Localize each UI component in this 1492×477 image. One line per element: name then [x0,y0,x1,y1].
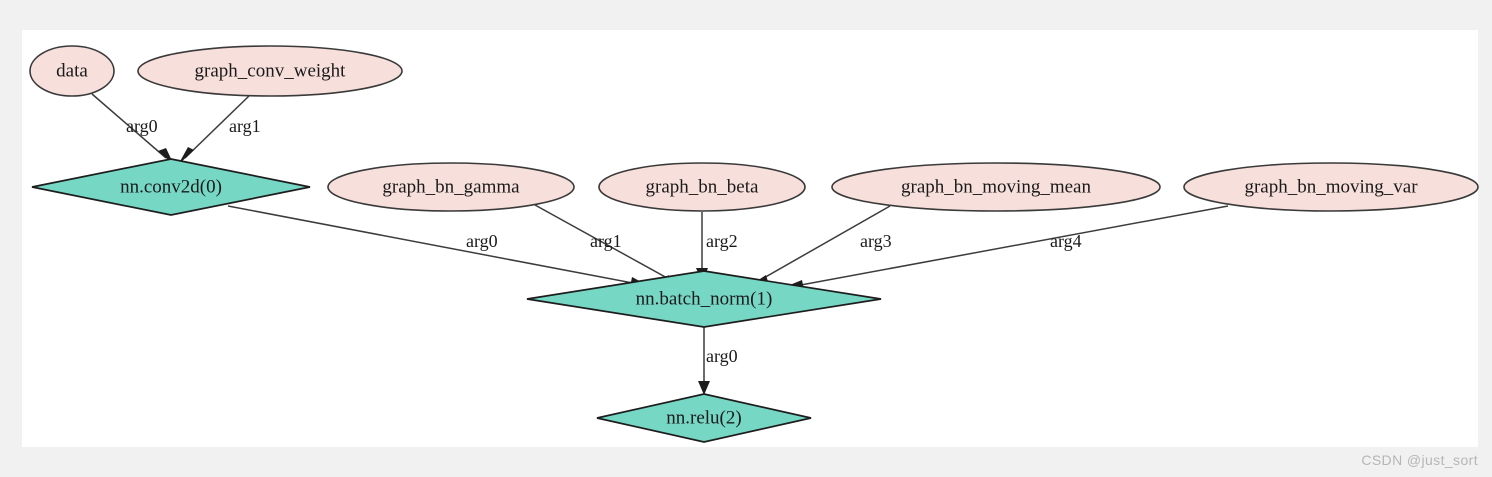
graph-canvas [22,30,1478,447]
node-shape-diamond[interactable] [596,393,812,443]
node-nn-conv2d-0[interactable]: nn.conv2d(0) [31,158,311,216]
node-label: nn.conv2d(0) [120,176,222,197]
edge-label: arg0 [126,116,158,136]
edge-line [227,205,644,286]
node-graph-bn-moving-var[interactable]: graph_bn_moving_var [1183,162,1479,212]
node-graph-bn-beta[interactable]: graph_bn_beta [598,162,806,212]
node-label: graph_bn_moving_var [1244,176,1418,197]
node-label: graph_bn_beta [646,176,759,197]
node-label: graph_bn_gamma [382,176,520,197]
graph-edges: arg0 arg1 arg0 arg1 [91,93,1229,395]
edge-data-to-conv2d: arg0 [91,93,174,165]
edge-convweight-to-conv2d: arg1 [178,94,261,165]
edge-line [789,205,1229,288]
node-shape-ellipse[interactable] [598,162,806,212]
node-label: graph_bn_moving_mean [901,176,1091,197]
watermark: CSDN @just_sort [1361,452,1478,468]
node-label: nn.relu(2) [666,407,741,428]
arrow-head-icon [698,381,710,395]
node-graph-bn-gamma[interactable]: graph_bn_gamma [327,162,575,212]
node-label: graph_conv_weight [195,60,347,81]
node-label: nn.batch_norm(1) [636,288,773,309]
edge-movingmean-to-batchnorm: arg3 [746,205,892,288]
node-shape-diamond[interactable] [526,270,882,328]
node-shape-ellipse[interactable] [831,162,1161,212]
edge-line [184,94,251,159]
node-data[interactable]: data [29,45,115,97]
node-shape-ellipse[interactable] [327,162,575,212]
edge-label: arg4 [1050,231,1082,251]
edge-label: arg0 [466,231,498,251]
edge-batchnorm-to-relu: arg0 [698,327,738,395]
edge-line [754,205,891,284]
node-shape-ellipse[interactable] [29,45,115,97]
edge-label: arg1 [590,231,622,251]
node-graph-bn-moving-mean[interactable]: graph_bn_moving_mean [831,162,1161,212]
edge-movingvar-to-batchnorm: arg4 [780,205,1229,290]
node-nn-relu-2[interactable]: nn.relu(2) [596,393,812,443]
node-shape-ellipse[interactable] [137,45,403,97]
edge-label: arg1 [229,116,261,136]
edge-label: arg0 [706,346,738,366]
node-shape-ellipse[interactable] [1183,162,1479,212]
edge-line [534,204,679,285]
edge-line [91,93,167,159]
node-nn-batch-norm-1[interactable]: nn.batch_norm(1) [526,270,882,328]
edge-gamma-to-batchnorm: arg1 [534,204,687,288]
edge-label: arg3 [860,231,892,251]
graph-nodes: data graph_conv_weight nn.conv2d(0) grap… [29,45,1479,443]
edge-label: arg2 [706,231,738,251]
node-shape-diamond[interactable] [31,158,311,216]
node-graph-conv-weight[interactable]: graph_conv_weight [137,45,403,97]
node-label: data [56,60,88,81]
